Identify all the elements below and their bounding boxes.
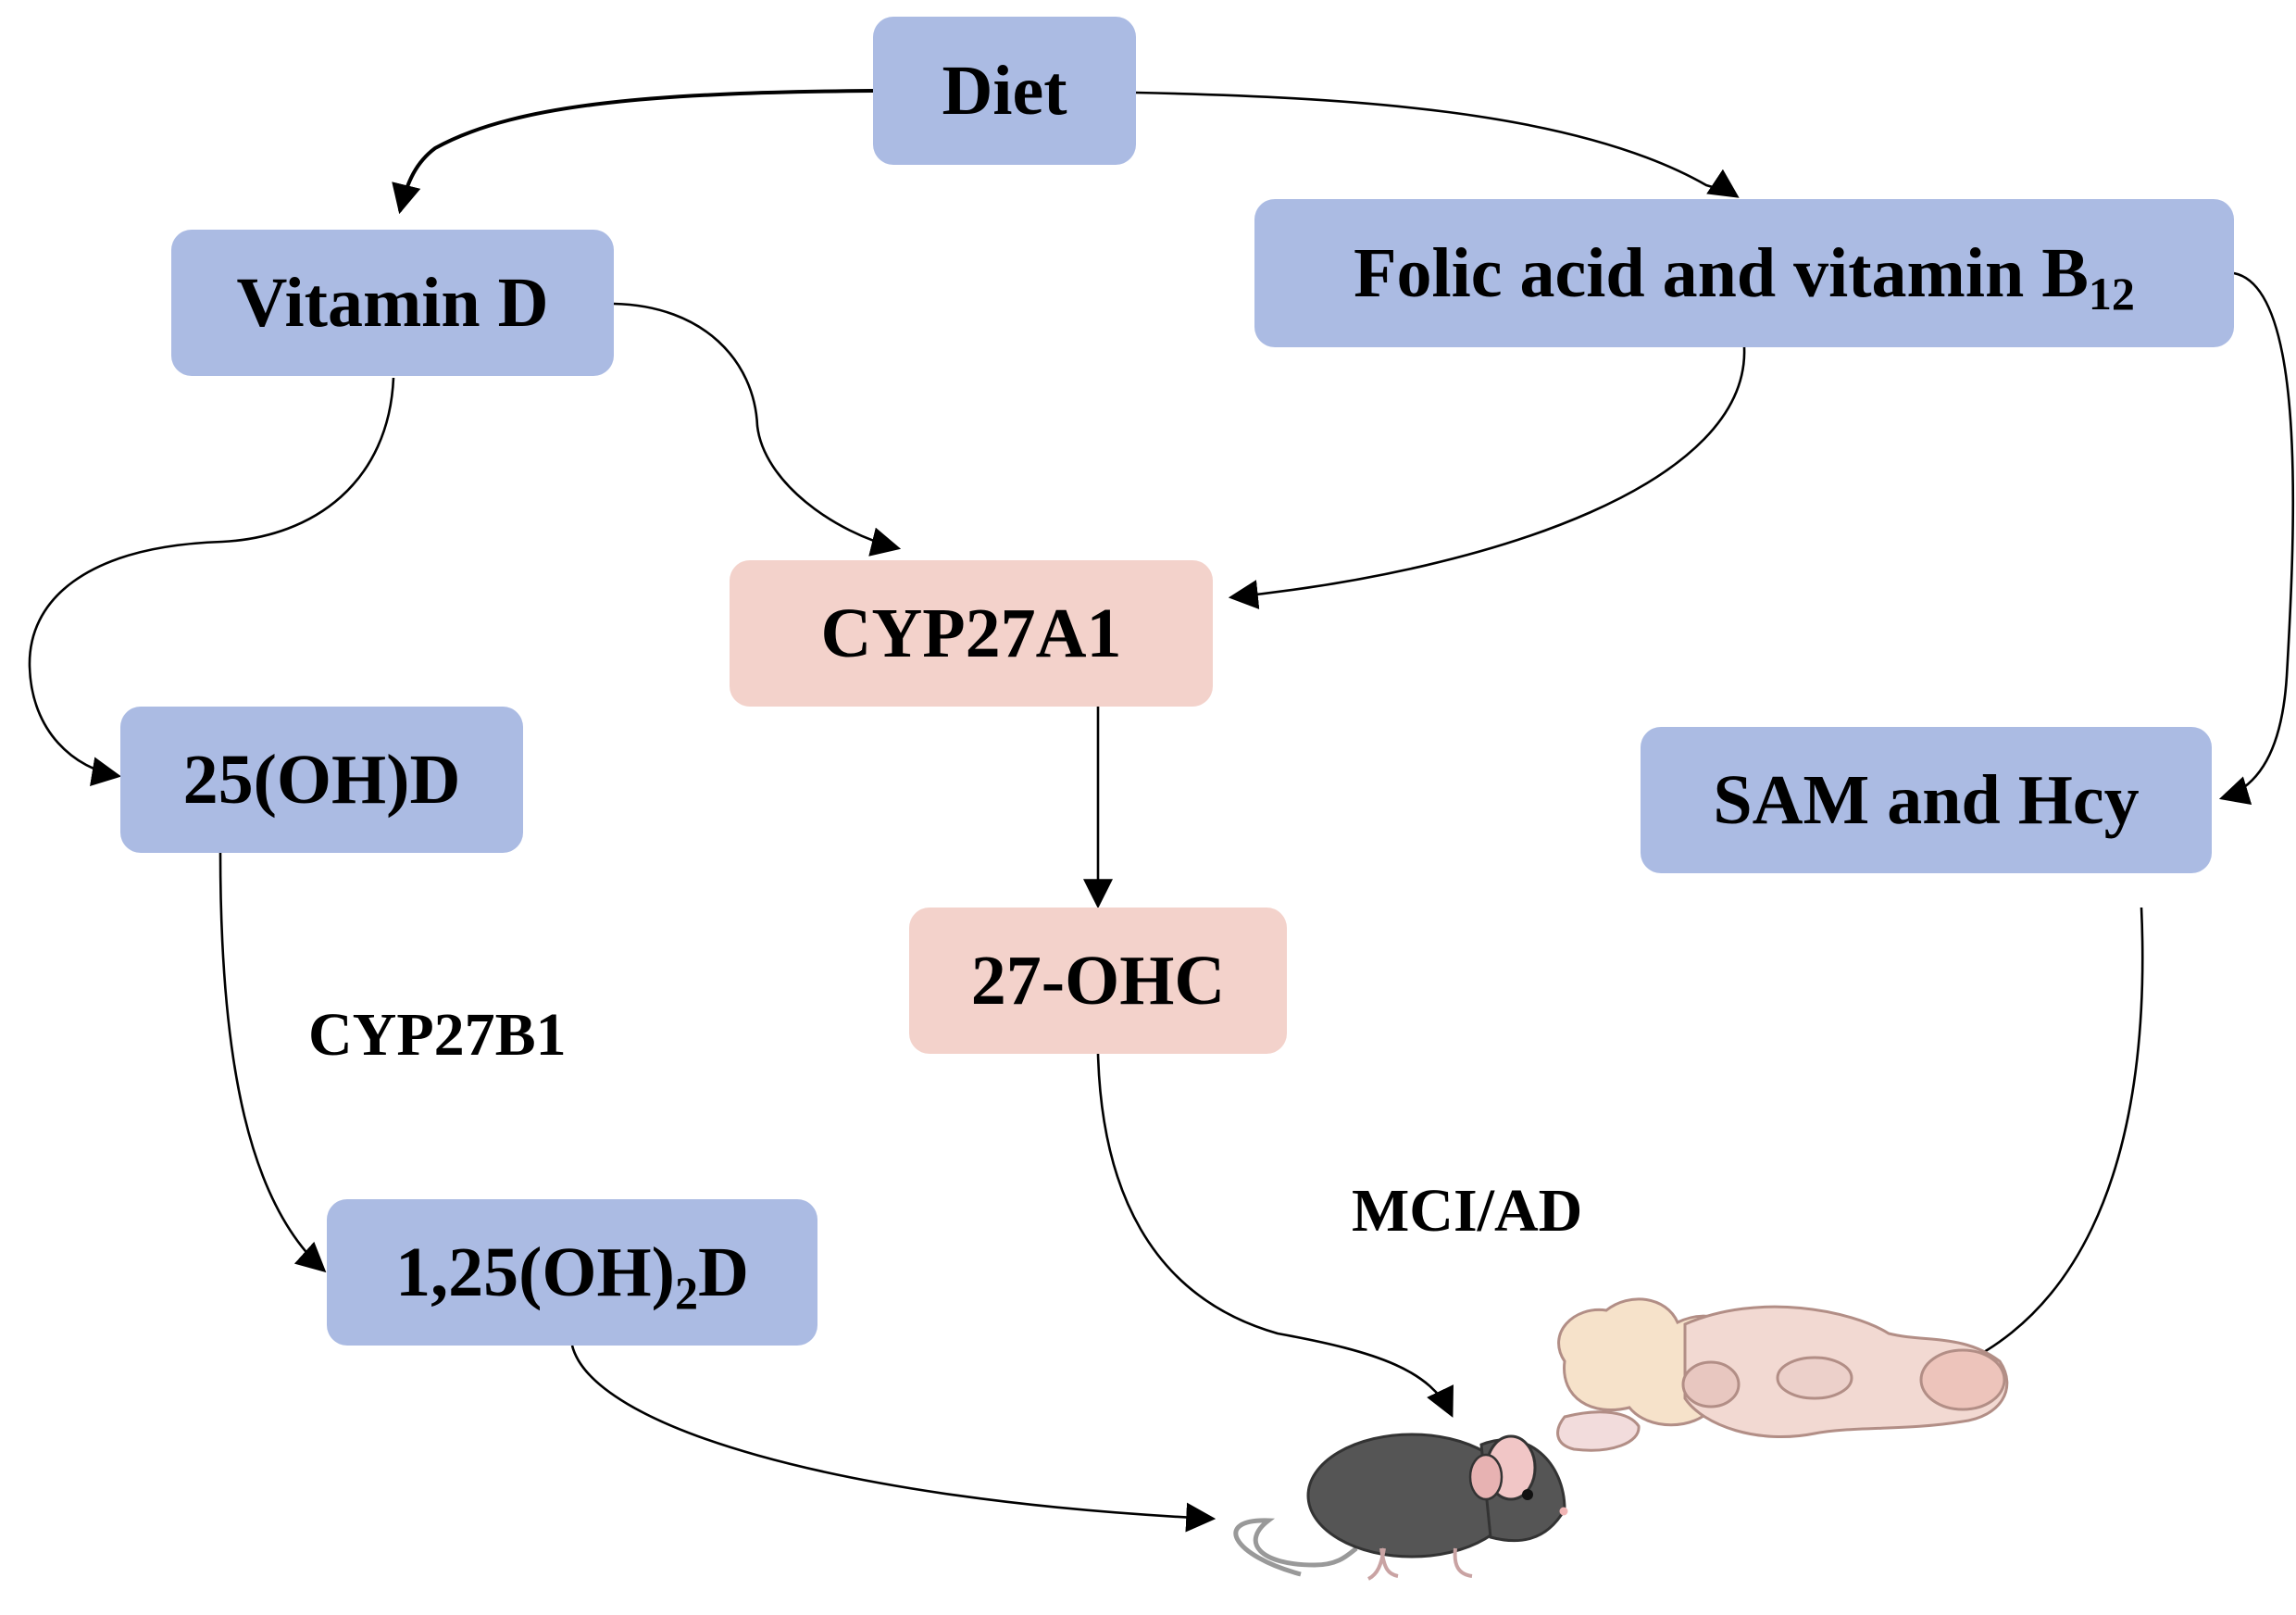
27-ohc-label: 27-OHC xyxy=(970,941,1226,1020)
arrow-folic-to-sam xyxy=(2218,271,2295,806)
folic-acid-b12-subscript: 12 xyxy=(2088,267,2135,319)
sam-hcy-node: SAM and Hcy xyxy=(1641,727,2212,873)
sam-hcy-label: SAM and Hcy xyxy=(1713,760,2140,839)
arrow-25ohd-to-125ohd xyxy=(218,852,327,1273)
1-25-oh2-d-text: 1,25(OH) xyxy=(395,1233,675,1311)
folic-acid-b12-text: Folic acid and vitamin B xyxy=(1354,233,2089,312)
vitamin-d-label: Vitamin D xyxy=(236,263,549,342)
folic-acid-b12-label: Folic acid and vitamin B12 xyxy=(1354,233,2135,317)
1-25-oh2-d-subscript: 2 xyxy=(674,1266,698,1319)
folic-acid-b12-node: Folic acid and vitamin B12 xyxy=(1254,199,2234,347)
arrow-125ohd-to-mouse xyxy=(570,1345,1217,1533)
arrow-folic-to-cyp27a1 xyxy=(1228,346,1746,609)
arrow-diet-to-vitamin-d xyxy=(392,89,874,215)
25-oh-d-node: 25(OH)D xyxy=(120,707,523,853)
27-ohc-node: 27-OHC xyxy=(909,908,1287,1054)
cyp27a1-node: CYP27A1 xyxy=(730,560,1213,707)
cyp27a1-label: CYP27A1 xyxy=(820,594,1122,672)
diet-node: Diet xyxy=(873,17,1136,165)
cyp27b1-label: CYP27B1 xyxy=(308,1001,567,1069)
vitamin-d-node: Vitamin D xyxy=(171,230,614,376)
brain-icon xyxy=(1556,1297,2009,1452)
25-oh-d-label: 25(OH)D xyxy=(182,740,461,819)
arrow-27ohc-to-mouse xyxy=(1096,1053,1454,1418)
mci-ad-label: MCI/AD xyxy=(1352,1177,1583,1245)
1-25-oh2-d-tail: D xyxy=(697,1233,749,1311)
arrow-diet-to-folic xyxy=(1135,91,1740,198)
1-25-oh2-d-label: 1,25(OH)2D xyxy=(395,1233,749,1316)
arrow-vitamin-d-to-25ohd xyxy=(28,377,395,787)
1-25-oh2-d-node: 1,25(OH)2D xyxy=(327,1199,817,1346)
arrow-vitamin-d-to-cyp27a1 xyxy=(613,302,902,557)
mouse-icon xyxy=(1233,1433,1568,1581)
arrow-sam-to-brain xyxy=(1885,907,2144,1397)
diet-label: Diet xyxy=(942,51,1067,130)
